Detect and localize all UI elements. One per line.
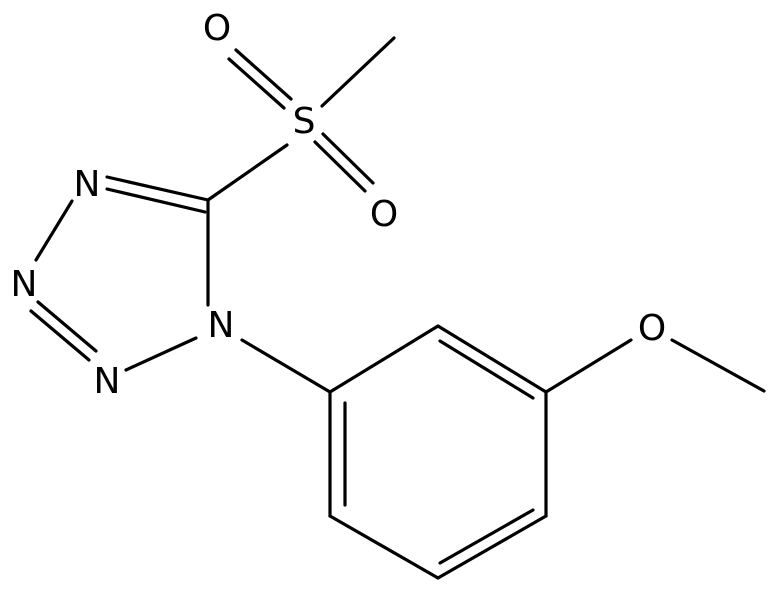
bond-c5-n4-a xyxy=(105,175,210,202)
atom-n-middle: N xyxy=(11,264,38,305)
bond-n1-aryl xyxy=(240,338,332,394)
bond-ar-4-5 xyxy=(436,514,548,580)
methoxy-group xyxy=(544,338,766,394)
tetrazole-ring xyxy=(29,175,210,372)
bond-c5-n4-b xyxy=(105,187,207,214)
bond-ar-4-5-inner xyxy=(438,508,535,565)
bond-s-o-top-a xyxy=(234,48,293,101)
atom-n-ring: N xyxy=(208,305,235,346)
atom-o-top: O xyxy=(203,8,231,49)
bond-ar-5-6 xyxy=(328,514,440,580)
bond-n3-n2-a xyxy=(36,300,98,353)
bond-ar-2-3-inner xyxy=(438,339,535,400)
bond-ar-1-2 xyxy=(328,324,440,394)
atom-n-upper: N xyxy=(74,164,101,205)
atom-s: S xyxy=(293,101,316,142)
bond-n3-n2-b xyxy=(29,309,91,362)
bond-n4-n3 xyxy=(34,199,74,262)
bond-o-methyl xyxy=(670,338,766,393)
bond-s-o-top-b xyxy=(227,57,286,110)
bond-s-o-bottom-b xyxy=(313,140,367,193)
bond-ar-o xyxy=(544,338,633,394)
sulfonyl-group xyxy=(206,36,396,202)
benzene-ring xyxy=(328,324,548,580)
bond-s-c5 xyxy=(206,143,289,202)
bond-n2-n1 xyxy=(124,336,198,372)
bond-ar-2-3 xyxy=(436,324,548,394)
atom-o-bottom: O xyxy=(370,194,398,235)
bond-s-methyl xyxy=(320,36,396,108)
atom-o-methoxy: O xyxy=(638,308,666,349)
bond-s-o-bottom-a xyxy=(321,132,375,185)
atom-n-lower: N xyxy=(94,361,121,402)
